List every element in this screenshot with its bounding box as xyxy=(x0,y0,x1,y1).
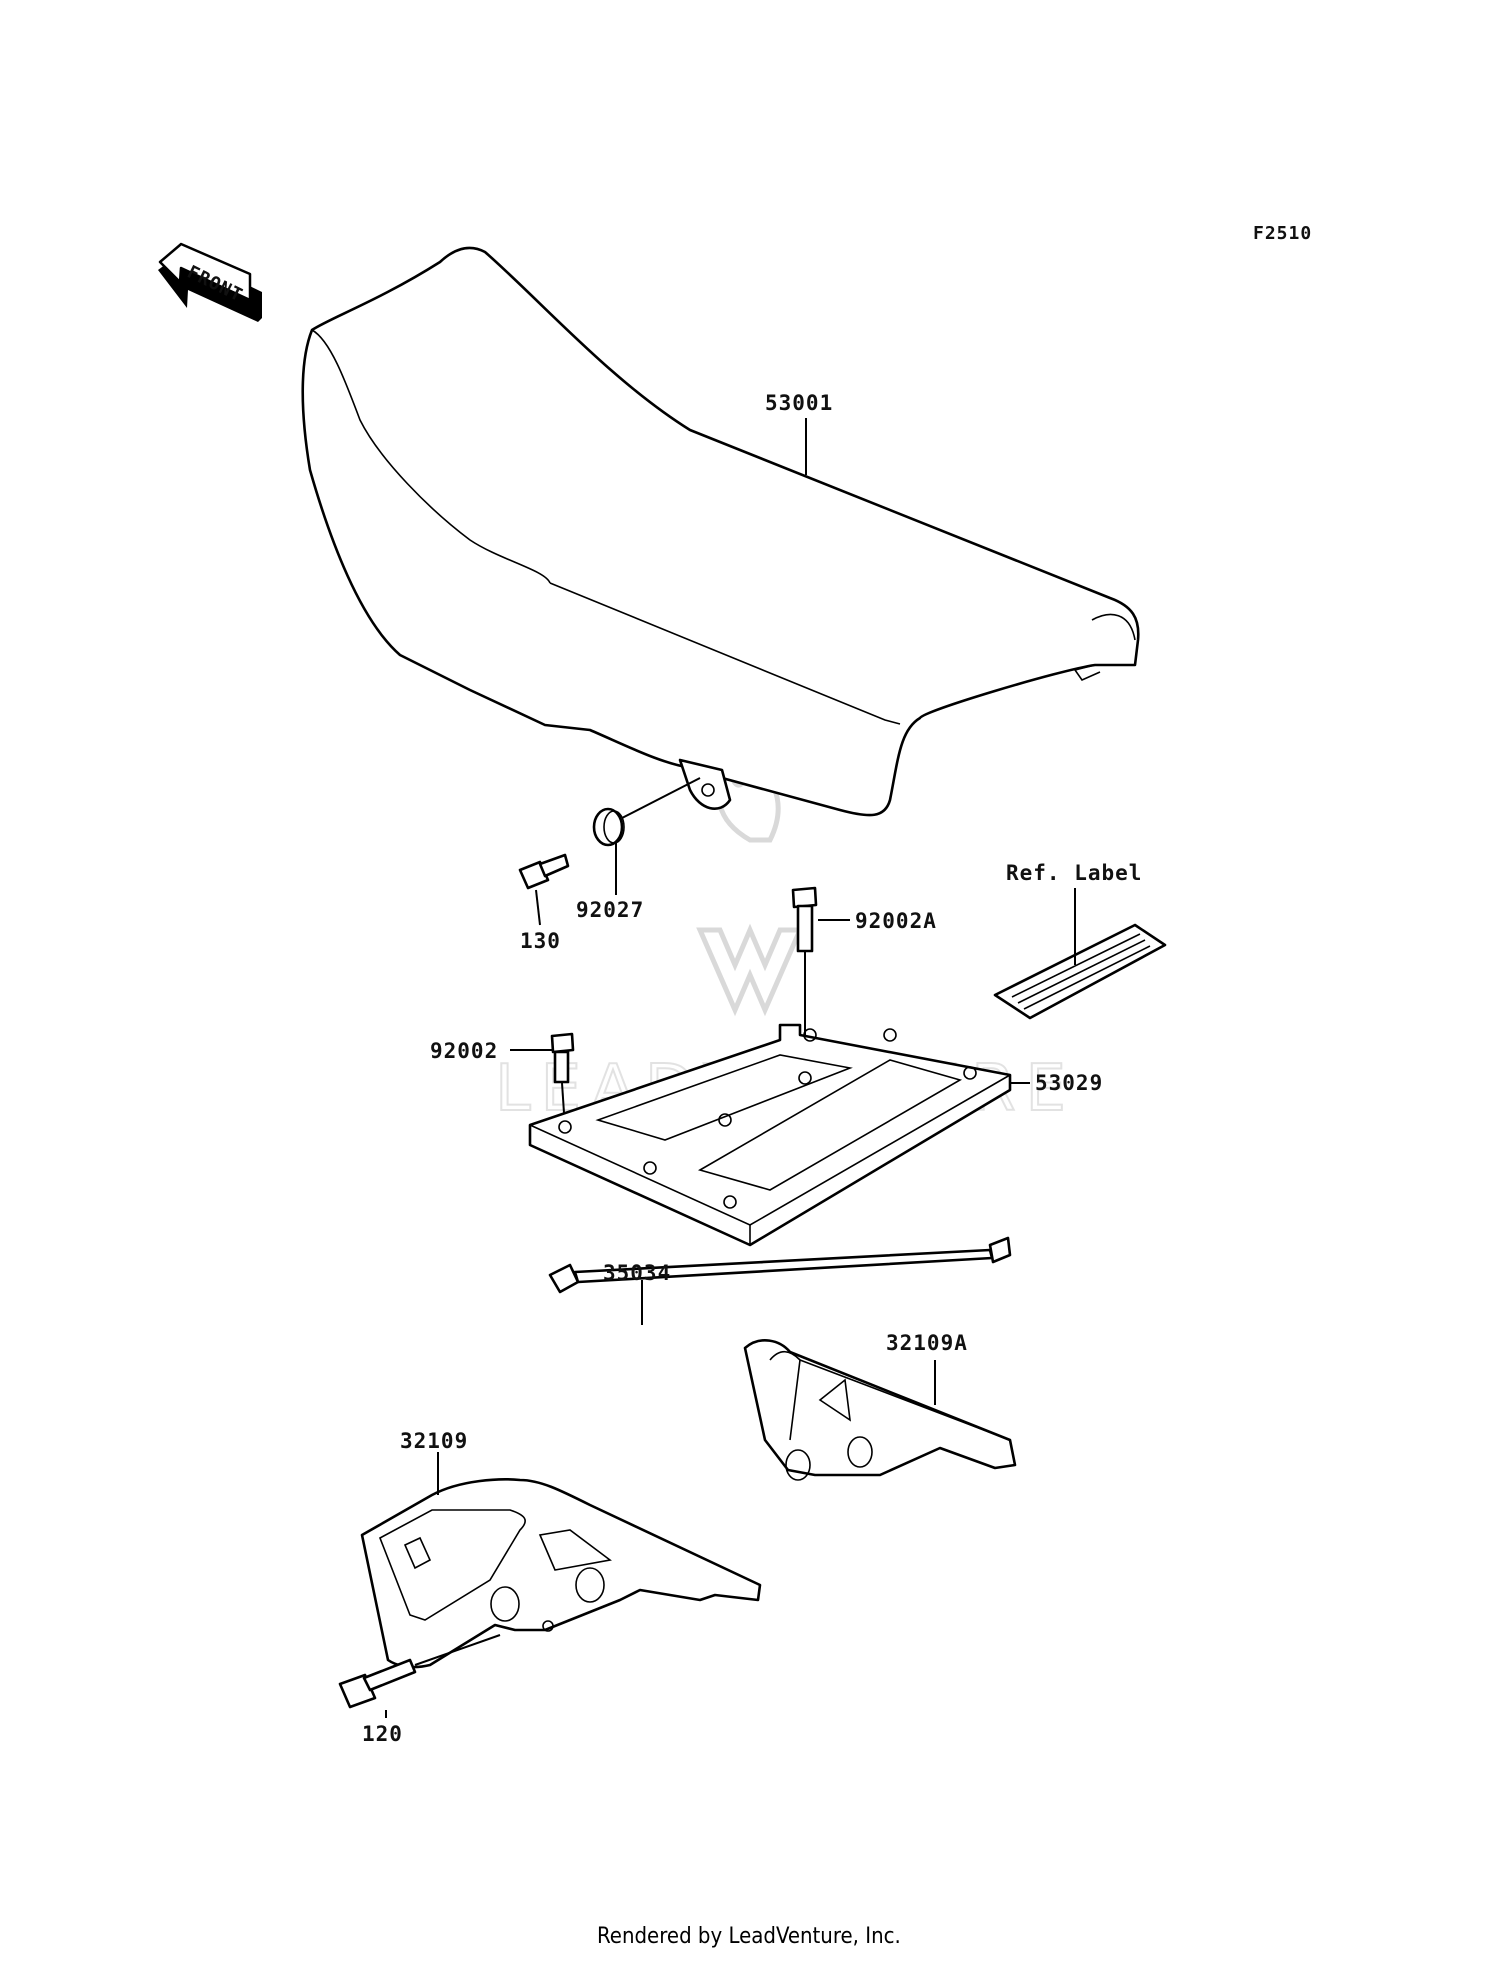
bolt-92002 xyxy=(510,1032,575,1129)
callout-92002a: 92002A xyxy=(855,909,937,933)
callout-92002: 92002 xyxy=(430,1039,498,1063)
grommet-92027 xyxy=(592,777,701,847)
bracket-32109a xyxy=(743,1339,1017,1481)
callout-92027: 92027 xyxy=(576,898,644,922)
seat-53001 xyxy=(301,246,1140,817)
callout-130: 130 xyxy=(520,929,561,953)
callout-32109a: 32109A xyxy=(886,1331,968,1355)
figure-code: F2510 xyxy=(1253,223,1312,244)
callout-35034: 35034 xyxy=(603,1261,671,1285)
strap-35034 xyxy=(548,1236,1012,1294)
bracket-32109 xyxy=(360,1478,762,1669)
bolt-92002a xyxy=(791,886,850,1073)
bolt-120 xyxy=(338,1634,501,1709)
callout-ref-label: Ref. Label xyxy=(1006,861,1142,885)
footer-credit: Rendered by LeadVenture, Inc. xyxy=(597,1924,901,1949)
front-arrow-icon: FRONT xyxy=(158,242,262,322)
callout-120: 120 xyxy=(362,1722,403,1746)
callout-53029: 53029 xyxy=(1035,1071,1103,1095)
callout-53001: 53001 xyxy=(765,391,833,415)
callout-32109: 32109 xyxy=(400,1429,468,1453)
plate-53029 xyxy=(528,1023,1012,1247)
reference-label xyxy=(993,888,1167,1020)
bolt-130 xyxy=(518,853,570,890)
